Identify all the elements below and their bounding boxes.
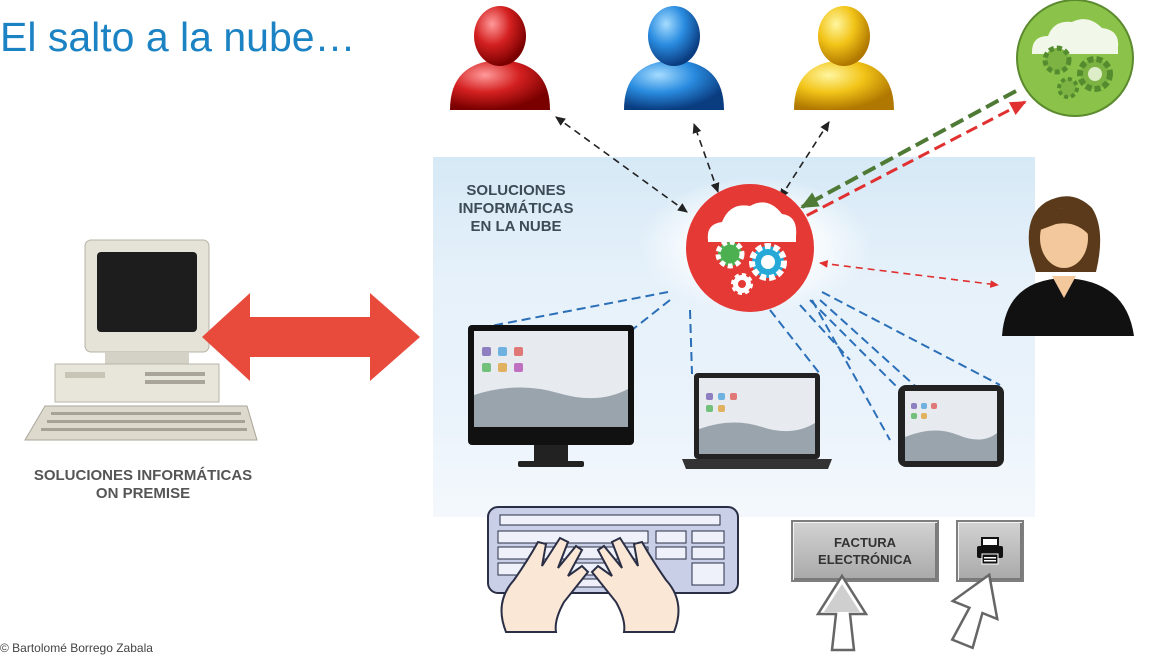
onprem-label-line-2: ON PREMISE <box>95 485 191 502</box>
link-green-cloud <box>800 89 1017 209</box>
cloud-gears-green-icon <box>1016 0 1134 117</box>
link-red-user <box>555 116 688 213</box>
cloud-label-line-1: SOLUCIONES <box>466 182 566 199</box>
cloud-gears-red-icon <box>686 184 814 312</box>
invoice-button-label: FACTURA ELECTRÓNICA <box>818 534 912 568</box>
invoice-label-line-1: FACTURA <box>833 535 897 550</box>
cursor-icon <box>950 572 999 650</box>
cloud-label-line-3: EN LA NUBE <box>470 218 562 235</box>
link-red-cloud <box>801 100 1027 220</box>
link-yellow-user <box>779 121 830 199</box>
printer-icon <box>977 537 1003 565</box>
cloud-label-line-2: INFORMÁTICAS <box>458 200 574 217</box>
link-blue-user <box>692 122 720 194</box>
page-title: El salto a la nube… <box>0 14 356 60</box>
invoice-label-line-2: ELECTRÓNICA <box>818 552 912 567</box>
typing-hands-icon <box>500 536 680 633</box>
user-red-icon <box>450 6 550 110</box>
tablet-icon <box>898 385 1004 467</box>
cloud-solutions-label: SOLUCIONES INFORMÁTICAS EN LA NUBE <box>456 182 576 236</box>
woman-user-icon <box>1002 196 1134 336</box>
onprem-label-line-1: SOLUCIONES INFORMÁTICAS <box>33 467 253 484</box>
print-button[interactable] <box>956 520 1024 582</box>
user-yellow-icon <box>794 6 894 110</box>
laptop-icon <box>682 373 832 469</box>
cursor-icon <box>815 573 869 652</box>
monitor-icon <box>468 325 634 467</box>
onpremise-solutions-label: SOLUCIONES INFORMÁTICAS ON PREMISE <box>0 467 286 503</box>
electronic-invoice-button[interactable]: FACTURA ELECTRÓNICA <box>791 520 939 582</box>
copyright-notice: © Bartolomé Borrego Zabala <box>0 641 153 655</box>
user-blue-icon <box>624 6 724 110</box>
double-arrow-icon <box>202 293 420 381</box>
link-woman-user <box>819 260 999 288</box>
desktop-computer-icon <box>24 239 258 441</box>
